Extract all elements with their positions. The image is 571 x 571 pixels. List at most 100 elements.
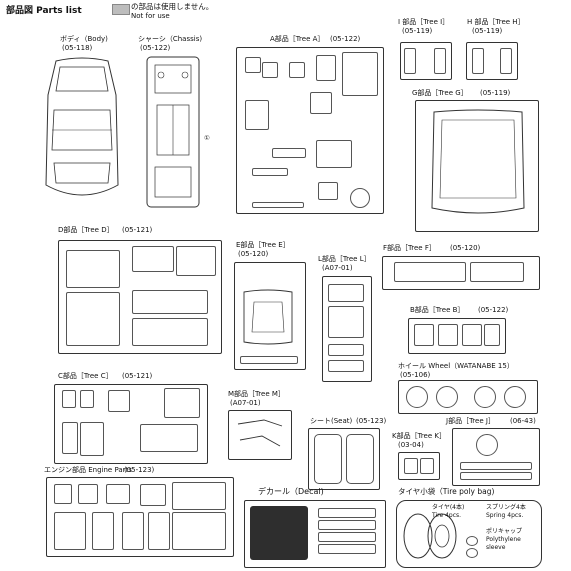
- tree-a-part: [289, 62, 305, 78]
- tree-c-part: [80, 390, 94, 408]
- engine-part: [140, 484, 166, 506]
- cap-text-jp: ポリキャップ: [486, 528, 523, 535]
- legend-text-en: Not for use: [131, 12, 170, 20]
- body-code: (05-118): [62, 44, 93, 52]
- tree-a-part: [316, 140, 352, 168]
- tree-j-part: [460, 472, 532, 480]
- engine-part: [92, 512, 114, 550]
- tree-d-part: [132, 290, 208, 314]
- tree-f-part: [470, 262, 524, 282]
- poly-cap-part: [466, 536, 478, 546]
- tree-c-code: (05-121): [122, 372, 153, 380]
- tree-j-steering-part: [476, 434, 498, 456]
- tree-b-part: [438, 324, 458, 346]
- tree-a-part: [316, 55, 336, 81]
- cap-text-en-2: sleeve: [486, 544, 506, 551]
- tree-l-label: L部品［Tree L］: [318, 255, 371, 263]
- tree-e-part: [240, 356, 298, 364]
- tree-l-part: [328, 306, 364, 338]
- decal-label: デカール（Decal): [258, 487, 324, 496]
- tree-d-part: [132, 246, 174, 272]
- tree-c-part: [108, 390, 130, 412]
- tree-c-part: [62, 390, 76, 408]
- poly-cap-part: [466, 548, 478, 558]
- decal-item: [318, 520, 376, 530]
- tree-e-hood-part: [243, 289, 293, 345]
- tree-m-runner: [228, 410, 292, 460]
- tree-i-code: (05-119): [402, 27, 433, 35]
- tree-a-part: [310, 92, 332, 114]
- engine-part: [78, 484, 98, 504]
- tree-f-part: [394, 262, 466, 282]
- tire-text-en: Tire 4pcs.: [432, 512, 462, 519]
- tree-c-part: [140, 424, 198, 452]
- engine-part: [54, 484, 72, 504]
- wheel-runner: [398, 380, 538, 414]
- tree-b-part: [484, 324, 500, 346]
- tree-e-code: (05-120): [238, 250, 269, 258]
- tree-d-code: (05-121): [122, 226, 153, 234]
- tree-l-part: [328, 360, 364, 372]
- tree-c-part-not-used: [80, 422, 104, 456]
- tree-a-part-not-used: [342, 52, 378, 96]
- tree-h-part: [500, 48, 512, 74]
- tree-a-code: (05-122): [330, 35, 361, 43]
- engine-code: (05-123): [124, 466, 155, 474]
- tree-g-runner: [415, 100, 539, 232]
- tree-c-label: C部品［Tree C］: [58, 372, 113, 380]
- tree-j-code: (06-43): [510, 417, 536, 425]
- tree-d-part: [66, 250, 120, 288]
- tree-d-label: D部品［Tree D］: [58, 226, 114, 234]
- tree-d-part-not-used: [176, 246, 216, 276]
- engine-part: [54, 512, 86, 550]
- tree-f-label: F部品［Tree F］: [383, 244, 436, 252]
- tire-drawing: [403, 513, 457, 559]
- tree-h-code: (05-119): [472, 27, 503, 35]
- tree-k-part: [420, 458, 434, 474]
- seat-part: [346, 434, 374, 484]
- tree-b-part-not-used: [462, 324, 482, 346]
- tree-l-part: [328, 344, 364, 356]
- not-used-legend-swatch: [112, 4, 130, 15]
- spring-text-en: Spring 4pcs.: [486, 512, 524, 519]
- tree-h-part: [472, 48, 484, 74]
- spring-text-jp: スプリング4本: [486, 504, 526, 511]
- tree-d-part: [66, 292, 120, 346]
- tree-m-label: M部品［Tree M］: [228, 390, 285, 398]
- tree-a-part: [262, 62, 278, 78]
- tree-j-label: J部品［Tree J］: [446, 417, 495, 425]
- seat-code: (05-123): [356, 417, 387, 425]
- tree-a-part: [350, 188, 370, 208]
- tree-b-label: B部品［Tree B］: [410, 306, 465, 314]
- body-label: ボディ（Body): [60, 35, 108, 43]
- tree-d-part: [132, 318, 208, 346]
- engine-part: [148, 512, 170, 550]
- tree-a-part: [245, 57, 261, 73]
- engine-part: [122, 512, 144, 550]
- wheel-part: [436, 386, 458, 408]
- parts-list-title: 部品図 Parts list: [6, 6, 82, 16]
- tree-i-part: [434, 48, 446, 74]
- wheel-label: ホイール Wheel（WATANABE 15）: [398, 362, 514, 370]
- tree-b-part: [414, 324, 434, 346]
- engine-part: [106, 484, 130, 504]
- chassis-part-number: ①: [204, 134, 210, 142]
- engine-part-not-used: [172, 482, 226, 510]
- tree-l-code: (A07-01): [322, 264, 353, 272]
- decal-hood-graphic: [250, 506, 308, 560]
- tree-f-code: (05-120): [450, 244, 481, 252]
- tree-m-code: (A07-01): [230, 399, 261, 407]
- tree-g-window-part: [431, 109, 525, 214]
- tree-c-part: [62, 422, 78, 454]
- cap-text-en-1: Polythylene: [486, 536, 521, 543]
- tree-g-code: (05-119): [480, 89, 511, 97]
- tree-b-code: (05-122): [478, 306, 509, 314]
- tree-a-part: [245, 100, 269, 130]
- chassis-code: (05-122): [140, 44, 171, 52]
- seat-part: [314, 434, 342, 484]
- engine-part-not-used: [172, 512, 226, 550]
- tire-bag-label: タイヤ小袋（Tire poly bag): [398, 487, 495, 496]
- tree-i-label: I 部品［Tree I］: [398, 18, 450, 26]
- tree-i-part: [404, 48, 416, 74]
- tree-a-part: [252, 202, 304, 208]
